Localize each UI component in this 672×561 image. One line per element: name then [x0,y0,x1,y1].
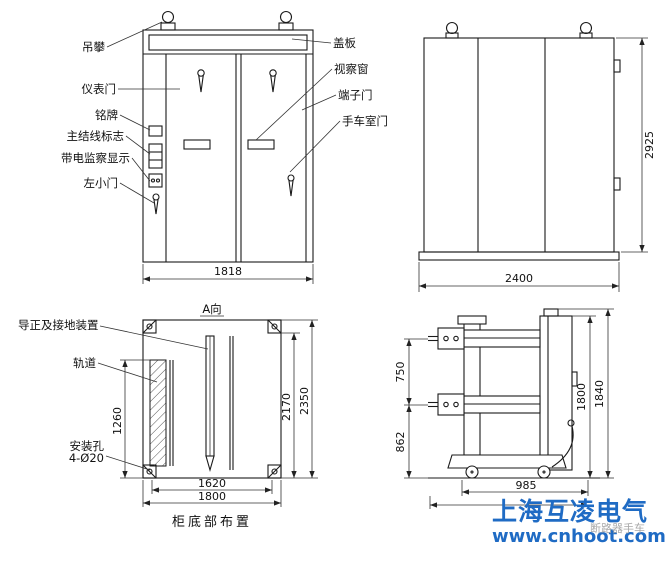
mounting-hole-icon [146,323,278,475]
label-instrument-door: 仪表门 [82,82,117,96]
watermark-caption: 断路器手车 [590,522,645,535]
wheel-icon [537,465,551,479]
side-view: 2925 2400 [418,21,656,292]
main-wiring-mark [148,143,163,169]
watermark-url: www.cnhoot.com [492,526,666,547]
dim-side-depth: 2400 [505,272,533,285]
bottom-layout-view: A向 [18,302,318,530]
dim-lower-height: 862 [394,432,407,453]
lifting-lug-icon [160,10,176,31]
bottom-view-title: 柜底部布置 [172,514,252,530]
label-live-display: 带电监察显示 [61,151,130,165]
dim-overall-height: 1840 [593,380,606,408]
handcart-view: 750 862 1800 1840 985 [394,308,614,509]
label-handcart-room-door: 手车室门 [342,114,388,128]
dim-arm-spacing: 750 [394,362,407,383]
label-terminal-door: 端子门 [338,88,373,102]
hinge [613,59,621,73]
door-handle-icon [152,193,160,215]
nameplate [148,125,163,137]
lifting-lug-icon [278,10,294,31]
label-cover-plate: 盖板 [333,36,356,50]
cable [551,425,574,468]
lifting-lug-icon [579,21,593,39]
cover-plate [148,34,308,51]
dim-cart-depth: 985 [516,479,537,492]
rail [149,359,167,467]
label-left-small-door: 左小门 [84,176,119,190]
door-handle-icon [287,174,295,197]
view-a-label: A向 [202,302,221,316]
watermark: 断路器手车 上海互凌电气 www.cnhoot.com [492,498,672,548]
label-mounting-hole-spec: 4-Ø20 [69,451,104,465]
guide-grounding-device [205,335,215,473]
label-nameplate: 铭牌 [95,108,118,122]
lifting-lug-icon [445,21,459,39]
lower-contact-arm [428,393,541,416]
dim-outer-width: 1800 [198,490,226,503]
inspection-window [183,139,211,150]
dim-outer-height: 2350 [298,387,311,415]
hinge [613,177,621,191]
label-mounting-hole: 安装孔 [70,439,105,453]
dim-rail-height: 1260 [111,407,124,435]
label-main-wiring-mark: 主结线标志 [67,129,125,143]
label-rail: 轨道 [73,356,96,370]
watermark-brand: 上海互凌电气 [492,497,649,526]
upper-contact-arm [428,327,541,350]
door-handle-icon [269,69,277,93]
front-view: 吊攀 盖板 仪表门 视察窗 端子门 手车室门 铭牌 主结线标志 带电监察显示 左… [61,10,388,284]
label-guide-grounding: 导正及接地装置 [18,318,99,332]
dim-frame-height: 1800 [575,383,588,411]
label-inspection-window: 视察窗 [334,62,369,76]
inspection-window [247,139,275,150]
door-handle-icon [197,69,205,93]
chassis [447,454,567,469]
live-display-indicator [148,173,163,188]
base [418,251,620,261]
dim-side-height: 2925 [643,131,656,159]
wheel-icon [465,465,479,479]
dim-front-width: 1818 [214,265,242,278]
dim-inner-height: 2170 [280,393,293,421]
dim-inner-width: 1620 [198,477,226,490]
label-lifting-lug: 吊攀 [82,40,105,54]
